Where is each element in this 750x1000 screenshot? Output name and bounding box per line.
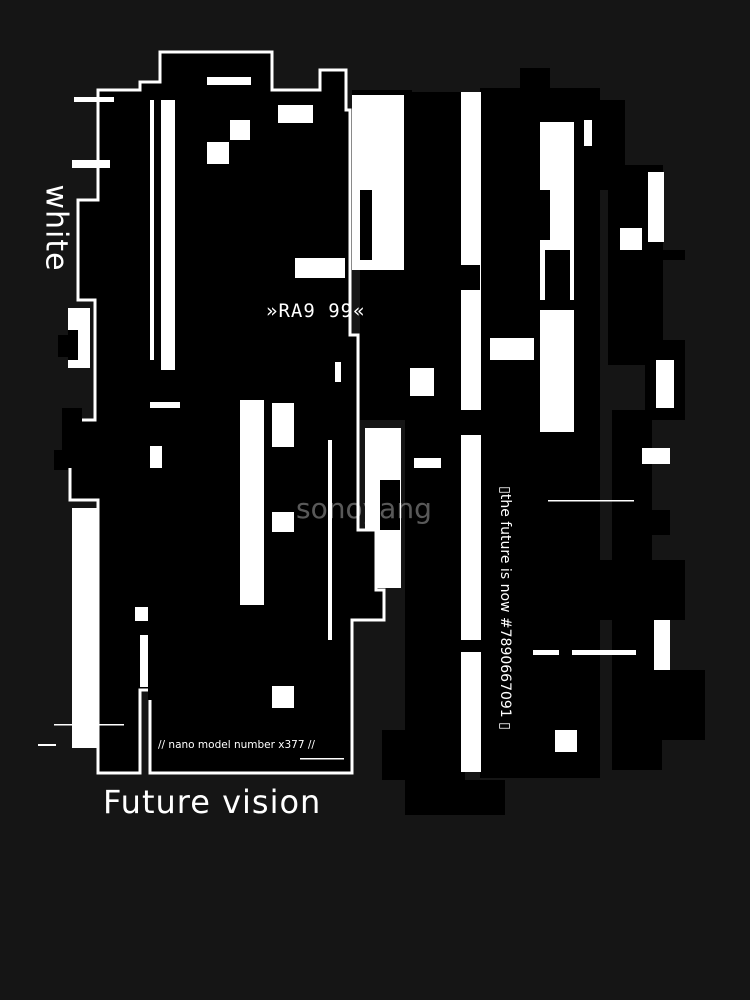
- vertical-future-line: ▯the future is now #7890667091 ▯: [497, 486, 513, 730]
- right-black-overlays: [360, 190, 575, 652]
- tower-black-cutouts: [68, 190, 340, 700]
- code-label: »RA9 99«: [266, 300, 366, 322]
- tower-white-bars: [68, 77, 345, 760]
- model-number-label: // nano model number x377 //: [158, 739, 315, 751]
- watermark: sonoyang: [296, 492, 432, 525]
- side-word-white: white: [38, 184, 74, 272]
- left-shards: [54, 335, 82, 470]
- left-lines: [38, 724, 124, 746]
- title-future-vision: Future vision: [103, 783, 322, 821]
